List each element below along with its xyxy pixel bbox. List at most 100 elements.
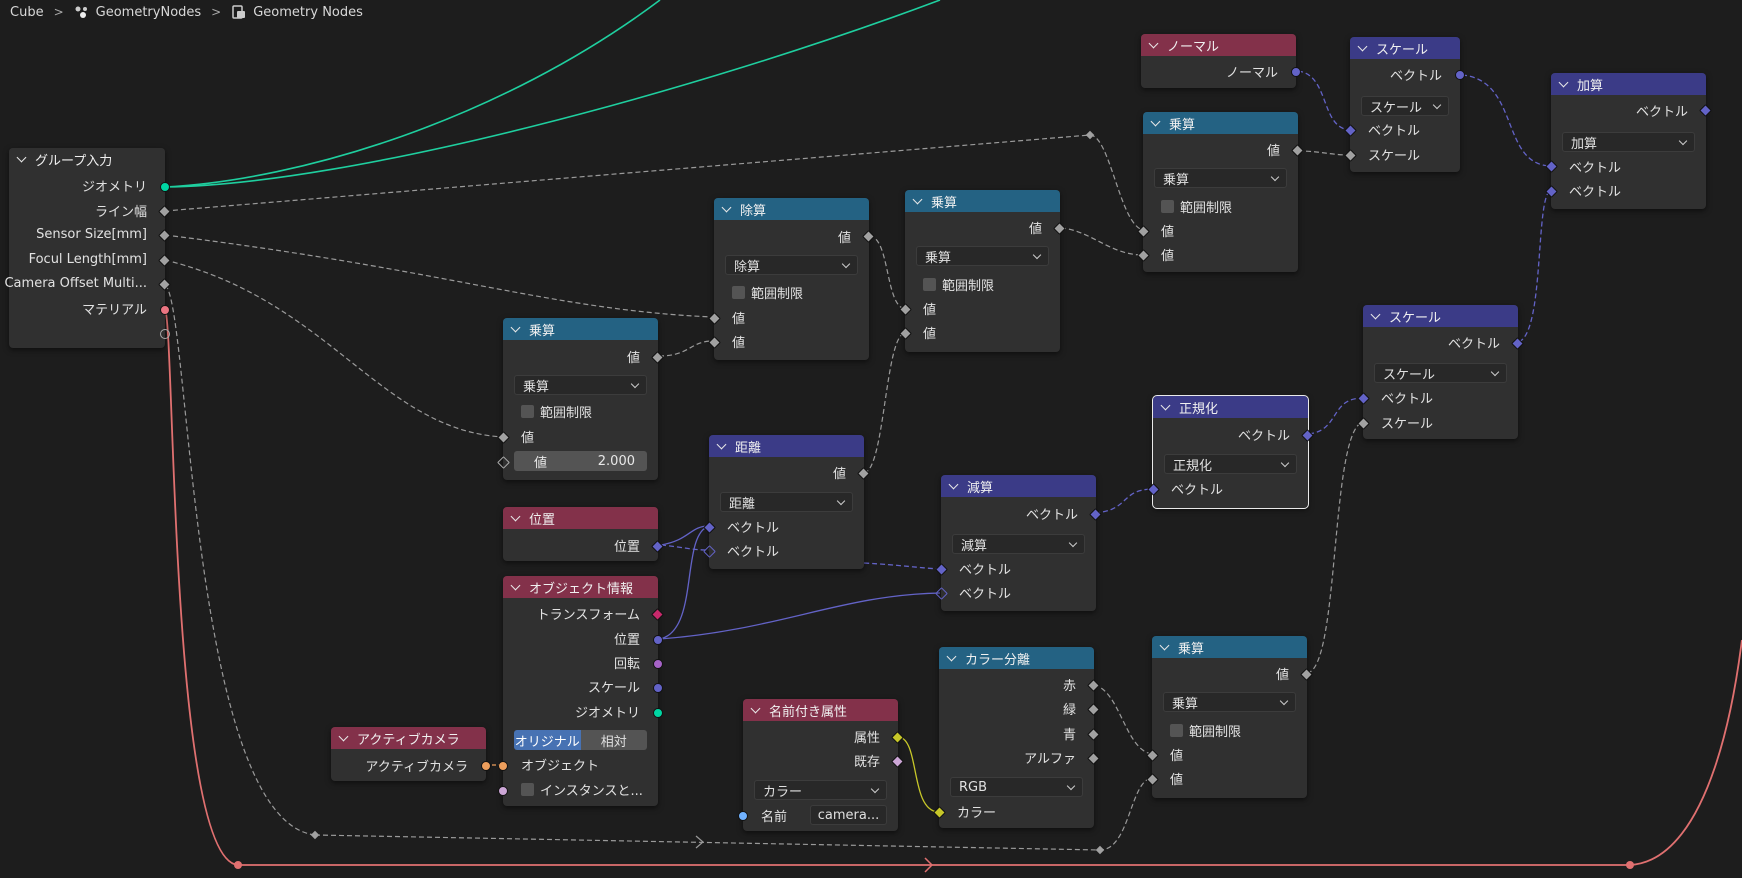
chevron-down-icon[interactable] — [1151, 118, 1161, 128]
socket-vector[interactable] — [1291, 67, 1301, 77]
chevron-down-icon[interactable] — [1358, 43, 1368, 53]
operation-dropdown[interactable]: 距離 — [720, 492, 853, 512]
node-header[interactable]: 乗算 — [503, 318, 658, 340]
clamp-checkbox[interactable]: 範囲制限 — [1170, 720, 1241, 740]
operation-dropdown[interactable]: 乗算 — [1163, 692, 1296, 712]
node-active-camera[interactable]: アクティブカメラ アクティブカメラ — [331, 727, 491, 781]
socket-vector[interactable] — [1545, 185, 1558, 198]
checkbox-icon[interactable] — [521, 404, 534, 418]
socket-color[interactable] — [891, 731, 904, 744]
node-header[interactable]: 距離 — [709, 435, 864, 457]
node-add[interactable]: 加算 ベクトル 加算 ベクトル ベクトル — [1545, 73, 1712, 209]
node-multiply-bottom[interactable]: 乗算 値 乗算 範囲制限 値 値 — [1146, 636, 1313, 798]
socket-float[interactable] — [1137, 225, 1150, 238]
chevron-down-icon[interactable] — [947, 653, 957, 663]
socket-float[interactable] — [158, 205, 171, 218]
node-header[interactable]: スケール — [1350, 37, 1460, 59]
socket-float[interactable] — [1137, 249, 1150, 262]
socket-material[interactable] — [160, 305, 170, 315]
checkbox-icon[interactable] — [1161, 199, 1174, 213]
node-header[interactable]: 乗算 — [1152, 636, 1307, 658]
node-group-input[interactable]: グループ入力 ジオメトリ ライン幅 Sensor Size[mm] Focul … — [4, 148, 171, 348]
node-header[interactable]: 加算 — [1551, 73, 1706, 95]
socket-float[interactable] — [497, 456, 510, 469]
socket-float[interactable] — [708, 312, 721, 325]
clamp-checkbox[interactable]: 範囲制限 — [521, 401, 592, 421]
socket-vector[interactable] — [1147, 483, 1160, 496]
chevron-down-icon[interactable] — [913, 196, 923, 206]
socket-empty[interactable] — [160, 329, 170, 339]
socket-geometry[interactable] — [653, 708, 663, 718]
operation-dropdown[interactable]: 加算 — [1562, 132, 1695, 152]
chevron-down-icon[interactable] — [1161, 402, 1171, 412]
mode-relative-button[interactable]: 相対 — [580, 730, 647, 750]
operation-dropdown[interactable]: 乗算 — [514, 375, 647, 395]
socket-rotation[interactable] — [653, 659, 663, 669]
node-header[interactable]: 名前付き属性 — [743, 699, 898, 721]
chevron-down-icon[interactable] — [339, 733, 349, 743]
chevron-down-icon[interactable] — [949, 481, 959, 491]
socket-string[interactable] — [738, 811, 748, 821]
node-header[interactable]: カラー分離 — [939, 647, 1094, 669]
socket-float[interactable] — [1087, 728, 1100, 741]
socket-float[interactable] — [1053, 222, 1066, 235]
node-header[interactable]: 乗算 — [1143, 112, 1298, 134]
socket-geometry[interactable] — [160, 182, 170, 192]
socket-float[interactable] — [1146, 773, 1159, 786]
socket-float[interactable] — [651, 351, 664, 364]
node-header[interactable]: スケール — [1363, 305, 1518, 327]
socket-vector[interactable] — [1357, 392, 1370, 405]
socket-object[interactable] — [498, 761, 508, 771]
node-header[interactable]: 減算 — [941, 475, 1096, 497]
socket-vector[interactable] — [1545, 160, 1558, 173]
socket-float[interactable] — [158, 254, 171, 267]
clamp-checkbox[interactable]: 範囲制限 — [732, 282, 803, 302]
operation-dropdown[interactable]: スケール — [1374, 363, 1507, 383]
operation-dropdown[interactable]: 減算 — [952, 534, 1085, 554]
node-header[interactable]: アクティブカメラ — [331, 727, 486, 749]
socket-float[interactable] — [1087, 752, 1100, 765]
socket-float[interactable] — [899, 303, 912, 316]
socket-object[interactable] — [481, 761, 491, 771]
socket-float[interactable] — [158, 229, 171, 242]
node-header[interactable]: 位置 — [503, 507, 658, 529]
socket-vector[interactable] — [935, 563, 948, 576]
socket-float[interactable] — [708, 336, 721, 349]
socket-float[interactable] — [1087, 703, 1100, 716]
node-scale-top[interactable]: スケール ベクトル スケール ベクトル スケール — [1344, 37, 1465, 172]
breadcrumb-object[interactable]: Cube — [10, 4, 44, 20]
attribute-name-input[interactable]: camera... — [810, 805, 887, 825]
socket-vector[interactable] — [653, 635, 663, 645]
node-normal[interactable]: ノーマル ノーマル — [1141, 34, 1301, 88]
node-separate-color[interactable]: カラー分離 赤 緑 青 アルファ RGB カラー — [933, 647, 1100, 828]
node-header[interactable]: 正規化 — [1153, 396, 1308, 418]
socket-float[interactable] — [497, 431, 510, 444]
socket-matrix[interactable] — [651, 608, 664, 621]
chevron-down-icon[interactable] — [1559, 79, 1569, 89]
socket-vector[interactable] — [1301, 429, 1314, 442]
socket-vector[interactable] — [1089, 508, 1102, 521]
data-type-dropdown[interactable]: カラー — [754, 780, 887, 800]
operation-dropdown[interactable]: 乗算 — [916, 246, 1049, 266]
socket-float[interactable] — [857, 467, 870, 480]
checkbox-icon[interactable] — [521, 782, 534, 796]
socket-vector[interactable] — [935, 587, 948, 600]
socket-float[interactable] — [862, 230, 875, 243]
operation-dropdown[interactable]: 正規化 — [1164, 454, 1297, 474]
socket-float[interactable] — [1146, 749, 1159, 762]
operation-dropdown[interactable]: 除算 — [725, 255, 858, 275]
clamp-checkbox[interactable]: 範囲制限 — [923, 274, 994, 294]
chevron-down-icon[interactable] — [722, 204, 732, 214]
socket-boolean[interactable] — [891, 755, 904, 768]
transform-space-toggle[interactable]: オリジナル 相対 — [514, 730, 647, 750]
node-header[interactable]: ノーマル — [1141, 34, 1296, 56]
chevron-down-icon[interactable] — [751, 705, 761, 715]
node-subtract[interactable]: 減算 ベクトル 減算 ベクトル ベクトル — [935, 475, 1102, 611]
color-mode-dropdown[interactable]: RGB — [950, 777, 1083, 797]
node-named-attribute[interactable]: 名前付き属性 属性 既存 カラー 名前 camera... — [738, 699, 904, 831]
chevron-down-icon[interactable] — [511, 513, 521, 523]
socket-boolean[interactable] — [498, 786, 508, 796]
socket-vector[interactable] — [651, 540, 664, 553]
socket-vector[interactable] — [1455, 70, 1465, 80]
